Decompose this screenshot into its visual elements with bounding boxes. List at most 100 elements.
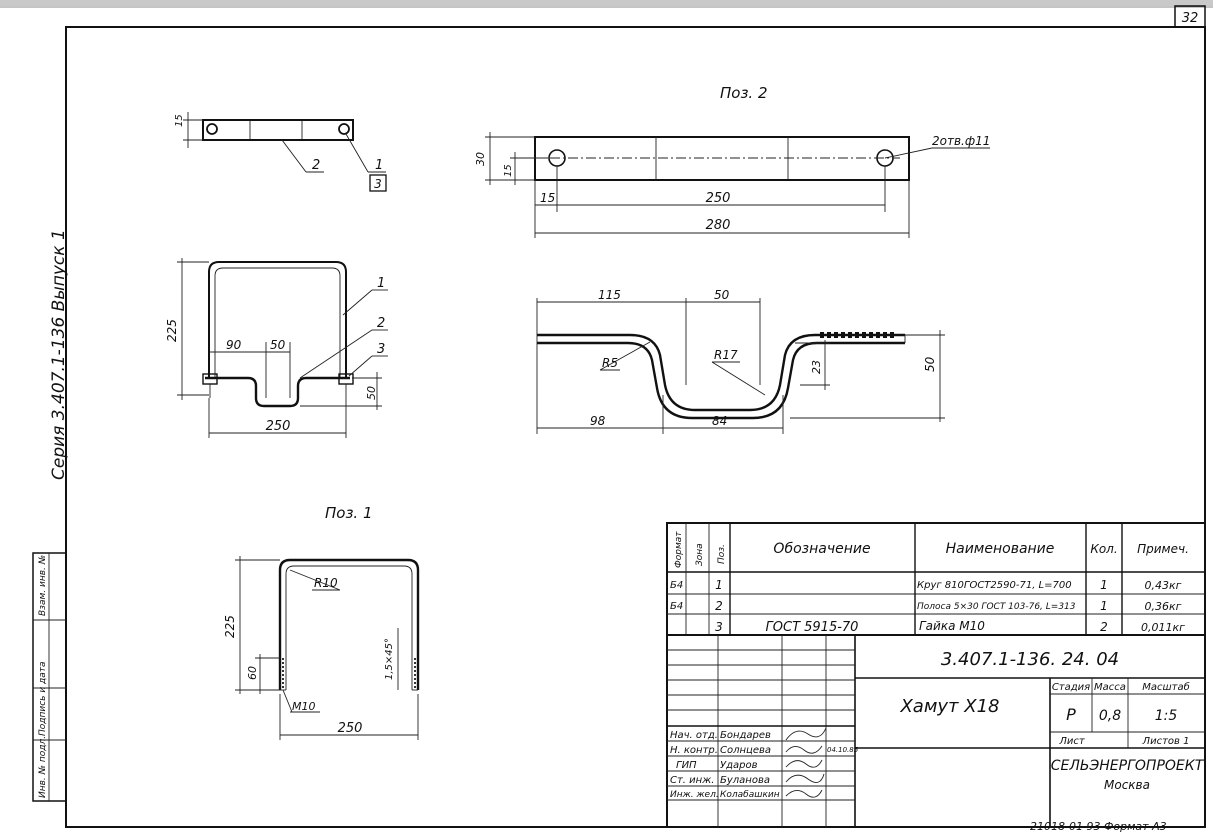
signer-role-1: Нач. отд. [670, 730, 718, 741]
title-block: Нач. отд. Бондарев Н. контр. Солнцева 04… [666, 634, 1206, 828]
pos2-dim-height: 30 [474, 152, 487, 166]
row2-name: Полоса 5×30 ГОСТ 103-76, L=313 [917, 602, 1076, 612]
pos2-dim-hole-offset: 15 [503, 164, 514, 177]
pos2-bent-view: 115 50 R5 R17 23 50 98 84 [536, 288, 945, 434]
pos2-hole-note: 2отв.ф11 [932, 134, 990, 148]
th-qty: Кол. [1090, 542, 1117, 556]
bent-dim-50: 50 [714, 288, 730, 302]
th-name: Наименование [946, 541, 1055, 557]
signature-4 [785, 773, 825, 783]
mass-label: Масса [1094, 682, 1126, 693]
page-number: 32 [1182, 11, 1199, 26]
signer-role-2: Н. контр. [670, 745, 718, 756]
front-dim-height: 225 [165, 319, 179, 342]
front-callout-3: 3 [377, 342, 385, 357]
series-stamp: Серия 3.407.1-136 Выпуск 1 [49, 229, 69, 480]
front-dim-90: 90 [226, 338, 242, 352]
drawing-frame [65, 26, 1206, 828]
signer-name-1: Бондарев [720, 730, 771, 741]
org-name: СЕЛЬЭНЕРГОПРОЕКТ [1051, 758, 1205, 774]
bent-dim-115: 115 [598, 288, 621, 302]
signer-name-3: Ударов [720, 760, 758, 771]
side-label-sign: Подпись и дата [38, 661, 48, 736]
stage-value: Р [1066, 705, 1076, 724]
signer-name-5: Колабашкин [720, 790, 780, 800]
front-callout-2: 2 [377, 316, 385, 331]
doc-number: 3.407.1-136. 24. 04 [941, 649, 1119, 670]
front-dim-50: 50 [270, 338, 286, 352]
side-column: Инв. № подл. Подпись и дата Взам. инв. № [32, 552, 67, 802]
mass-value: 0,8 [1099, 708, 1121, 724]
bent-dim-84: 84 [712, 414, 727, 428]
dim-top-thickness: 15 [174, 114, 185, 127]
side-label-replace: Взам. инв. № [38, 555, 48, 616]
th-note: Примеч. [1137, 542, 1189, 556]
pos1-dim-height: 225 [223, 615, 237, 638]
signer-date-2: 04.10.85 [827, 746, 859, 754]
pos1-dim-thread: 60 [246, 666, 259, 680]
th-format: Формат [674, 531, 684, 568]
signer-role-3: ГИП [676, 760, 697, 771]
signer-role-5: Инж. жел. [670, 790, 719, 800]
row3-note: 0,011кг [1141, 621, 1185, 634]
pos2-dim-length: 280 [706, 218, 731, 233]
row2-pos: 2 [715, 599, 723, 613]
bent-dim-98: 98 [590, 414, 606, 428]
front-callout-1: 1 [377, 276, 385, 291]
side-label-inv: Инв. № подл. [38, 736, 48, 798]
pos1-title: Поз. 1 [325, 504, 373, 522]
pos1-dim-width: 250 [338, 721, 363, 736]
front-dim-drop: 50 [365, 386, 378, 400]
signature-2 [785, 745, 823, 754]
callout-top-1: 1 [375, 158, 383, 173]
row1-note: 0,43кг [1145, 579, 1182, 592]
callout-top-2: 2 [312, 158, 320, 173]
signature-1 [785, 727, 827, 741]
bent-dim-50v: 50 [923, 356, 937, 372]
row2-format: Б4 [670, 601, 683, 612]
org-city: Москва [1104, 778, 1150, 792]
signature-3 [785, 759, 823, 768]
pos1-chamfer: 1,5×45° [384, 638, 395, 680]
scan-top-strip [0, 0, 1213, 6]
pos2-title: Поз. 2 [720, 84, 768, 102]
front-dim-width: 250 [266, 419, 291, 434]
bent-r17: R17 [714, 348, 738, 362]
row2-note: 0,36кг [1145, 600, 1182, 613]
signer-name-4: Буланова [720, 775, 770, 786]
row1-name: Круг 810ГОСТ2590-71, L=700 [917, 580, 1072, 591]
pos1-view: Поз. 1 R10 225 60 1,5×45° М10 250 [223, 504, 420, 740]
pos2-dim-edge: 15 [540, 191, 555, 205]
callout-top-3: 3 [374, 177, 382, 191]
assembly-front-view: 225 90 50 250 50 1 2 3 [165, 258, 388, 438]
signature-5 [785, 789, 823, 798]
th-zone: Зона [695, 543, 705, 566]
stage-label: Стадия [1052, 682, 1090, 693]
row3-qty: 2 [1100, 620, 1108, 634]
sheet-label: Лист [1058, 736, 1086, 747]
row3-name: Гайка М10 [919, 619, 985, 633]
pos2-dim-hole-span: 250 [706, 191, 731, 206]
assembly-top-view: 15 2 1 3 [174, 112, 387, 192]
row1-pos: 1 [715, 578, 723, 592]
row2-qty: 1 [1100, 599, 1108, 613]
scale-value: 1:5 [1155, 708, 1178, 724]
signer-role-4: Ст. инж. [670, 775, 714, 786]
row1-format: Б4 [670, 580, 683, 591]
bent-r5: R5 [602, 356, 618, 370]
pos1-r10: R10 [314, 576, 338, 590]
scale-label: Масштаб [1142, 681, 1190, 693]
pos1-thread: М10 [292, 700, 316, 713]
row1-qty: 1 [1100, 578, 1108, 592]
th-pos: Поз. [717, 544, 727, 564]
pos2-flat-view: Поз. 2 2отв.ф11 30 15 15 250 280 [474, 84, 990, 238]
th-designation: Обозначение [773, 541, 870, 557]
row3-pos: 3 [715, 620, 723, 634]
signer-name-2: Солнцева [720, 745, 771, 756]
sheets-label: Листов 1 [1142, 736, 1190, 747]
item-name: Хамут Х18 [899, 696, 999, 717]
spec-table: Формат Зона Поз. Обозначение Наименовани… [666, 522, 1206, 636]
row3-designation: ГОСТ 5915-70 [766, 620, 859, 635]
page-number-box [1174, 5, 1206, 28]
